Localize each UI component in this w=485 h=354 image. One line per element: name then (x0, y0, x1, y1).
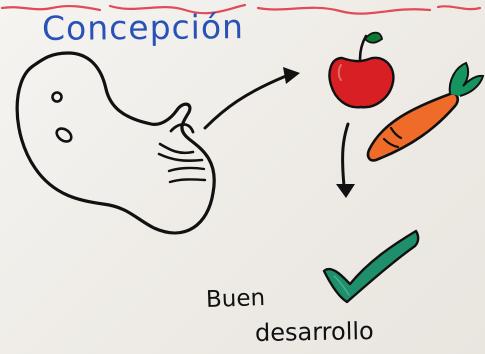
result-label-line-1: Buen (206, 285, 266, 313)
eye-mark (53, 93, 62, 102)
arrow-right-icon (205, 67, 300, 128)
embryo-drawing (17, 53, 214, 233)
arrow-down-icon (336, 124, 355, 198)
check-icon (324, 231, 418, 302)
result-label-line-2: desarrollo (255, 317, 374, 347)
ear-mark (54, 126, 73, 144)
apple-icon (329, 33, 393, 108)
